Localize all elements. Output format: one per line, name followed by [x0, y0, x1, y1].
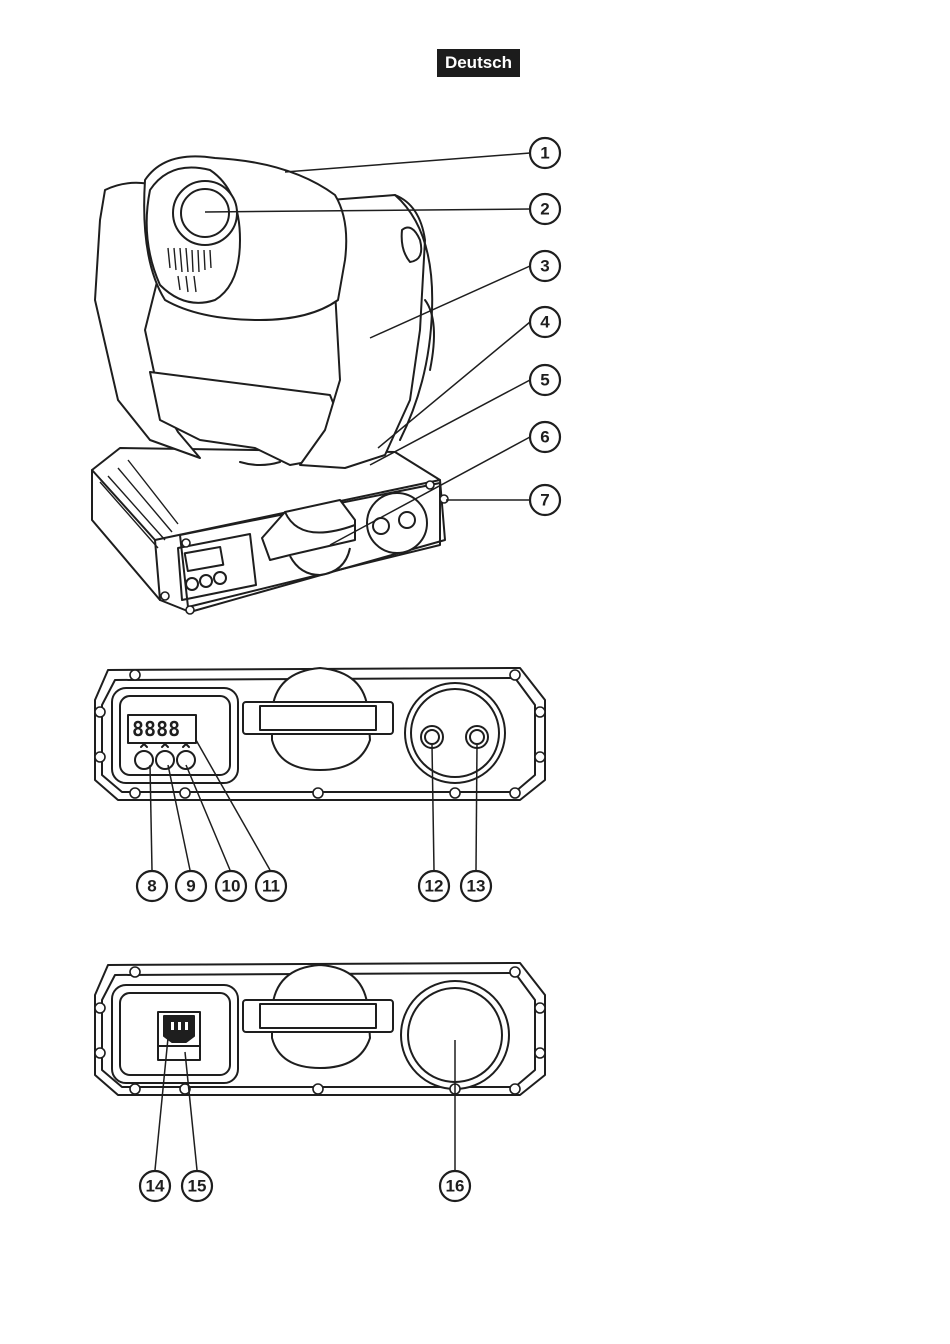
svg-text:16: 16 — [446, 1177, 465, 1196]
svg-text:7: 7 — [540, 491, 549, 510]
callout-10: 10 — [216, 871, 246, 901]
svg-text:11: 11 — [262, 877, 280, 896]
svg-text:9: 9 — [186, 877, 195, 896]
rear-panel-illustration — [95, 963, 545, 1095]
svg-text:3: 3 — [540, 257, 549, 276]
callout-11: 11 — [256, 871, 286, 901]
callout-13: 13 — [461, 871, 491, 901]
svg-text:4: 4 — [540, 313, 550, 332]
callout-15: 15 — [182, 1171, 212, 1201]
svg-text:5: 5 — [540, 371, 549, 390]
callout-3: 3 — [530, 251, 560, 281]
svg-text:8: 8 — [147, 877, 156, 896]
callout-7: 7 — [530, 485, 560, 515]
callout-4: 4 — [530, 307, 560, 337]
svg-text:14: 14 — [146, 1177, 165, 1196]
svg-text:1: 1 — [540, 144, 549, 163]
callout-16: 16 — [440, 1171, 470, 1201]
callout-14: 14 — [140, 1171, 170, 1201]
callout-9: 9 — [176, 871, 206, 901]
moving-head-illustration — [92, 156, 448, 614]
svg-text:13: 13 — [467, 877, 486, 896]
callout-6: 6 — [530, 422, 560, 452]
callout-8: 8 — [137, 871, 167, 901]
svg-text:2: 2 — [540, 200, 549, 219]
callout-2: 2 — [530, 194, 560, 224]
svg-text:15: 15 — [188, 1177, 207, 1196]
svg-text:12: 12 — [425, 877, 444, 896]
callout-1: 1 — [530, 138, 560, 168]
callout-12: 12 — [419, 871, 449, 901]
svg-text:6: 6 — [540, 428, 549, 447]
front-panel-illustration: 8888 — [95, 668, 545, 800]
callout-5: 5 — [530, 365, 560, 395]
display-digits: 8888 — [132, 717, 180, 741]
svg-text:10: 10 — [222, 877, 241, 896]
